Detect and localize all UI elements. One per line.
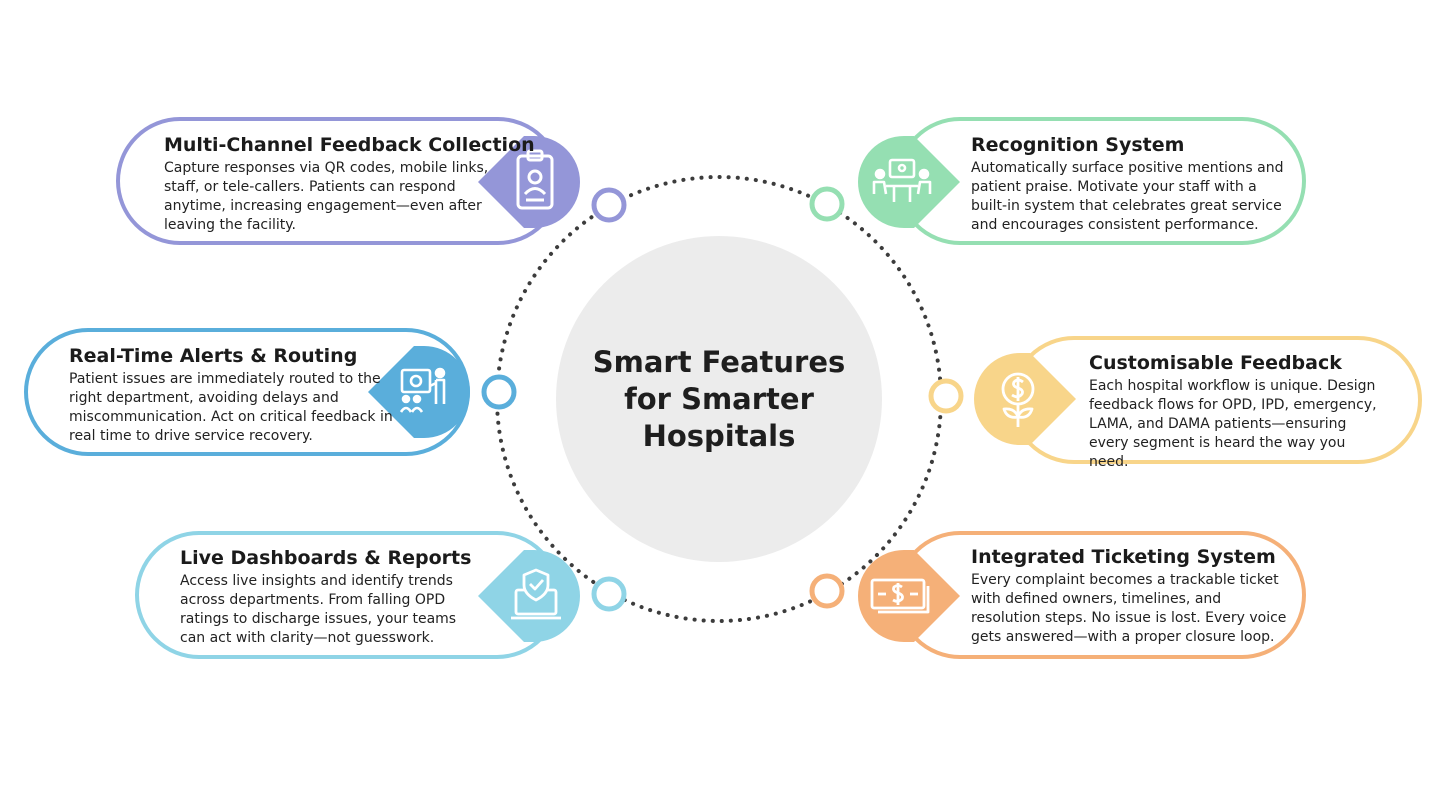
feature-icon-badge-ticketing <box>858 550 960 642</box>
connector-node-customisable <box>928 378 964 414</box>
connector-node-recognition <box>809 186 845 222</box>
center-circle <box>556 236 882 562</box>
feature-description: Automatically surface positive mentions … <box>971 160 1284 233</box>
feature-text-customisable: Customisable Feedback Each hospital work… <box>1089 352 1389 472</box>
money-plant-icon <box>1001 372 1035 427</box>
feature-icon-badge-multi-channel <box>478 136 580 228</box>
feature-card-recognition <box>896 117 1306 245</box>
connector-node-live-dashboards <box>591 576 627 612</box>
feature-text-multi-channel: Multi-Channel Feedback Collection Captur… <box>164 134 535 235</box>
feature-title: Live Dashboards & Reports <box>180 547 472 569</box>
badge-id-icon <box>516 149 554 210</box>
connector-node-ticketing <box>809 573 845 609</box>
presentation-icon <box>399 367 446 413</box>
feature-title: Multi-Channel Feedback Collection <box>164 134 535 156</box>
center-title: Smart Features for Smarter Hospitals <box>592 344 846 453</box>
feature-text-recognition: Recognition System Automatically surface… <box>971 134 1291 235</box>
laptop-shield-icon <box>511 568 561 620</box>
feature-text-ticketing: Integrated Ticketing System Every compla… <box>971 546 1291 647</box>
feature-icon-badge-real-time-alerts <box>368 346 470 438</box>
meeting-icon <box>872 158 932 202</box>
feature-description: Capture responses via QR codes, mobile l… <box>164 160 489 233</box>
banknote-icon <box>870 578 930 614</box>
feature-description: Every complaint becomes a trackable tick… <box>971 572 1287 645</box>
feature-title: Real-Time Alerts & Routing <box>69 345 358 367</box>
feature-description: Each hospital workflow is unique. Design… <box>1089 378 1377 470</box>
feature-title: Customisable Feedback <box>1089 352 1342 374</box>
feature-card-ticketing <box>896 531 1306 659</box>
connector-node-multi-channel <box>591 187 627 223</box>
feature-text-live-dashboards: Live Dashboards & Reports Access live in… <box>180 547 480 648</box>
feature-text-real-time-alerts: Real-Time Alerts & Routing Patient issue… <box>69 345 399 446</box>
feature-description: Patient issues are immediately routed to… <box>69 371 393 444</box>
feature-title: Integrated Ticketing System <box>971 546 1276 568</box>
feature-icon-badge-live-dashboards <box>478 550 580 642</box>
feature-description: Access live insights and identify trends… <box>180 573 457 646</box>
center-title-wrap: Smart Features for Smarter Hospitals <box>556 236 882 562</box>
feature-icon-badge-recognition <box>858 136 960 228</box>
connector-node-real-time-alerts <box>481 374 517 410</box>
feature-icon-badge-customisable <box>974 353 1076 445</box>
feature-title: Recognition System <box>971 134 1185 156</box>
